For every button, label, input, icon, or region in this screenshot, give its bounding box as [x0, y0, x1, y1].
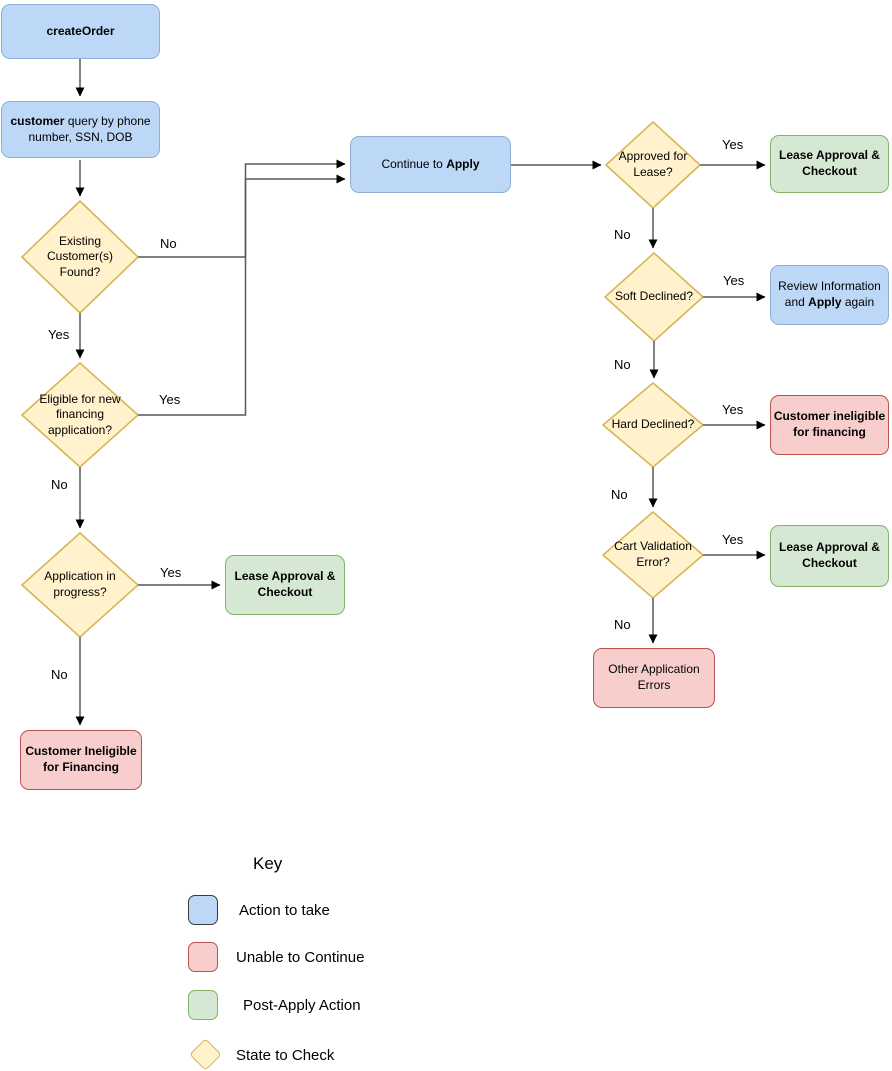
edge-eligible-yes-to-apply: [138, 159, 346, 416]
key-swatch-action-to-take: [188, 895, 218, 925]
edge-label-soft-no: No: [614, 357, 631, 372]
node-continue-to-apply: Continue to Apply: [350, 136, 511, 193]
node-review-information-apply-label: Review Information and Apply again: [778, 279, 881, 309]
edge-label-soft-yes: Yes: [723, 273, 745, 288]
node-review-information-apply: Review Information and Apply again: [770, 265, 889, 325]
node-create-order-label: createOrder: [46, 23, 115, 38]
diamond-existing-customer: [21, 200, 139, 314]
node-lease-approval-checkout-2: Lease Approval & Checkout: [770, 525, 889, 587]
edge-label-existing-no: No: [160, 236, 177, 251]
node-customer-ineligible-left: Customer Ineligible for Financing: [20, 730, 142, 790]
diamond-hard-declined: [602, 382, 704, 468]
node-customer-ineligible-right-label: Customer ineligible for financing: [773, 409, 886, 439]
edge-label-cart-yes: Yes: [722, 532, 744, 547]
key-label-action-to-take: Action to take: [239, 902, 330, 919]
edge-label-progress-no: No: [51, 667, 68, 682]
diamond-application-in-progress: [21, 532, 139, 638]
node-create-order: createOrder: [1, 4, 160, 59]
edge-label-cart-no: No: [614, 617, 631, 632]
node-customer-query-label: customer query by phone number, SSN, DOB: [10, 113, 151, 144]
node-lease-approval-checkout-1: Lease Approval & Checkout: [770, 135, 889, 193]
diamond-soft-declined: [604, 252, 704, 342]
node-lease-approval-checkout-2-label: Lease Approval & Checkout: [779, 540, 880, 570]
edge-label-progress-yes: Yes: [160, 565, 182, 580]
key-label-unable-to-continue: Unable to Continue: [236, 949, 365, 966]
edge-label-hard-no: No: [611, 487, 628, 502]
key-swatch-unable-to-continue: [188, 942, 218, 972]
node-lease-approval-checkout-left: Lease Approval & Checkout: [225, 555, 345, 615]
node-lease-approval-checkout-left-label: Lease Approval & Checkout: [234, 569, 336, 599]
diamond-cart-validation-error: [602, 511, 704, 599]
node-other-application-errors-label: Other Application Errors: [608, 662, 700, 692]
node-customer-query: customer query by phone number, SSN, DOB: [1, 101, 160, 158]
diamond-eligible-financing: [21, 362, 139, 468]
edge-label-existing-yes: Yes: [48, 327, 70, 342]
node-customer-ineligible-right: Customer ineligible for financing: [770, 395, 889, 455]
edge-label-eligible-yes: Yes: [159, 392, 181, 407]
node-customer-ineligible-left-label: Customer Ineligible for Financing: [25, 744, 137, 774]
node-other-application-errors: Other Application Errors: [593, 648, 715, 708]
node-continue-to-apply-label: Continue to Apply: [381, 156, 480, 171]
diamond-approved-for-lease: [605, 121, 701, 209]
node-lease-approval-checkout-1-label: Lease Approval & Checkout: [779, 148, 880, 178]
key-title: Key: [253, 854, 283, 873]
key-label-state-to-check: State to Check: [236, 1047, 335, 1064]
key-label-post-apply-action: Post-Apply Action: [243, 997, 361, 1014]
edge-label-eligible-no: No: [51, 477, 68, 492]
edge-label-approved-no: No: [614, 227, 631, 242]
edge-label-hard-yes: Yes: [722, 402, 744, 417]
key-swatch-post-apply-action: [188, 990, 218, 1020]
flow-edges: [75, 59, 766, 726]
edge-label-approved-yes: Yes: [722, 137, 744, 152]
